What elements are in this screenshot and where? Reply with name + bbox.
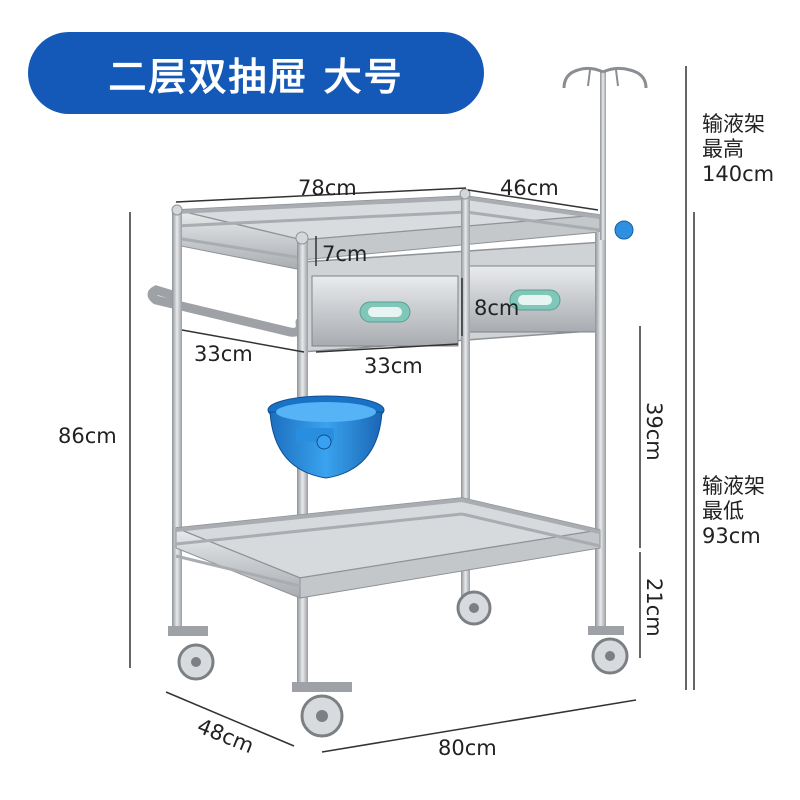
dim-bottom-clearance: 21cm	[642, 578, 666, 637]
leg-back-left	[172, 208, 182, 628]
caster-front-left	[292, 682, 352, 738]
iv-min-value: 93cm	[702, 524, 761, 548]
iv-max-line1: 输液架	[702, 112, 765, 136]
dim-shelf-gap: 39cm	[642, 402, 666, 461]
product-title: 二层双抽屉 大号	[108, 54, 404, 99]
iv-max-value: 140cm	[702, 162, 775, 186]
dim-top-length: 78cm	[298, 176, 357, 200]
iv-pole-max-note: 输液架 最高 140cm	[702, 112, 774, 187]
dim-base-length: 80cm	[438, 736, 497, 760]
caster-front-right	[588, 626, 629, 675]
title-banner: 二层双抽屉 大号	[28, 32, 484, 114]
leg-front-right	[595, 232, 606, 630]
iv-max-line2: 最高	[702, 137, 744, 161]
dim-rail-height: 7cm	[322, 242, 368, 266]
iv-min-line1: 输液架	[702, 474, 765, 498]
caster-back-right	[456, 590, 492, 626]
leg-back-right	[461, 192, 470, 598]
dim-drawer-height: 8cm	[474, 296, 520, 320]
dim-drawer-width-right: 33cm	[364, 354, 423, 378]
iv-pole	[600, 70, 606, 240]
caster-back-left	[168, 626, 215, 681]
dim-total-height: 86cm	[58, 424, 117, 448]
dim-drawer-width-left: 33cm	[194, 342, 253, 366]
iv-min-line2: 最低	[702, 499, 744, 523]
dim-top-width: 46cm	[500, 176, 559, 200]
iv-pole-knob	[614, 220, 634, 240]
dimension-lines	[129, 66, 695, 753]
iv-pole-min-note: 输液架 最低 93cm	[702, 474, 765, 549]
